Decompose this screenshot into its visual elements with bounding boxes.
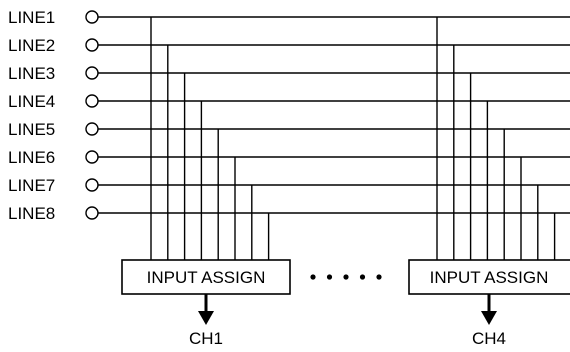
line-label-4: LINE4 <box>8 92 55 111</box>
input-terminal-icon <box>85 178 99 192</box>
ellipsis-dot <box>310 274 316 280</box>
line-label-7: LINE7 <box>8 176 55 195</box>
line-label-3: LINE3 <box>8 64 55 83</box>
input-terminal-icon <box>85 66 99 80</box>
ellipsis-dot <box>359 274 366 280</box>
line-label-8: LINE8 <box>8 204 55 223</box>
line-label-1: LINE1 <box>8 8 55 27</box>
input-assign-label: INPUT ASSIGN <box>430 268 549 287</box>
input-assign-block-ch4: INPUT ASSIGN CH4 <box>408 259 570 348</box>
input-bus-lines <box>98 16 570 214</box>
input-assign-label: INPUT ASSIGN <box>147 268 266 287</box>
ellipsis-dots <box>310 274 382 280</box>
line-label-2: LINE2 <box>8 36 55 55</box>
input-terminal-icon <box>85 94 99 108</box>
input-terminal-icon <box>85 38 99 52</box>
input-assign-block-ch1: INPUT ASSIGN CH1 <box>121 259 291 348</box>
line-label-5: LINE5 <box>8 120 55 139</box>
input-terminals <box>85 10 99 220</box>
line-label-6: LINE6 <box>8 148 55 167</box>
channel-label-ch1: CH1 <box>189 329 223 348</box>
ellipsis-dot <box>343 274 349 280</box>
input-terminal-icon <box>85 150 99 164</box>
input-assign-box <box>408 259 570 295</box>
down-arrow-icon <box>198 311 214 325</box>
input-terminal-icon <box>85 10 99 24</box>
input-assign-box <box>121 259 291 295</box>
input-terminal-icon <box>85 122 99 136</box>
ellipsis-dot <box>376 274 382 280</box>
line-labels: LINE1 LINE2 LINE3 LINE4 LINE5 LINE6 LINE… <box>8 8 55 223</box>
down-arrow-icon <box>481 311 497 325</box>
assign-drop-wires <box>150 17 556 260</box>
channel-label-ch4: CH4 <box>472 329 506 348</box>
ellipsis-dot <box>326 274 333 280</box>
input-terminal-icon <box>85 206 99 220</box>
